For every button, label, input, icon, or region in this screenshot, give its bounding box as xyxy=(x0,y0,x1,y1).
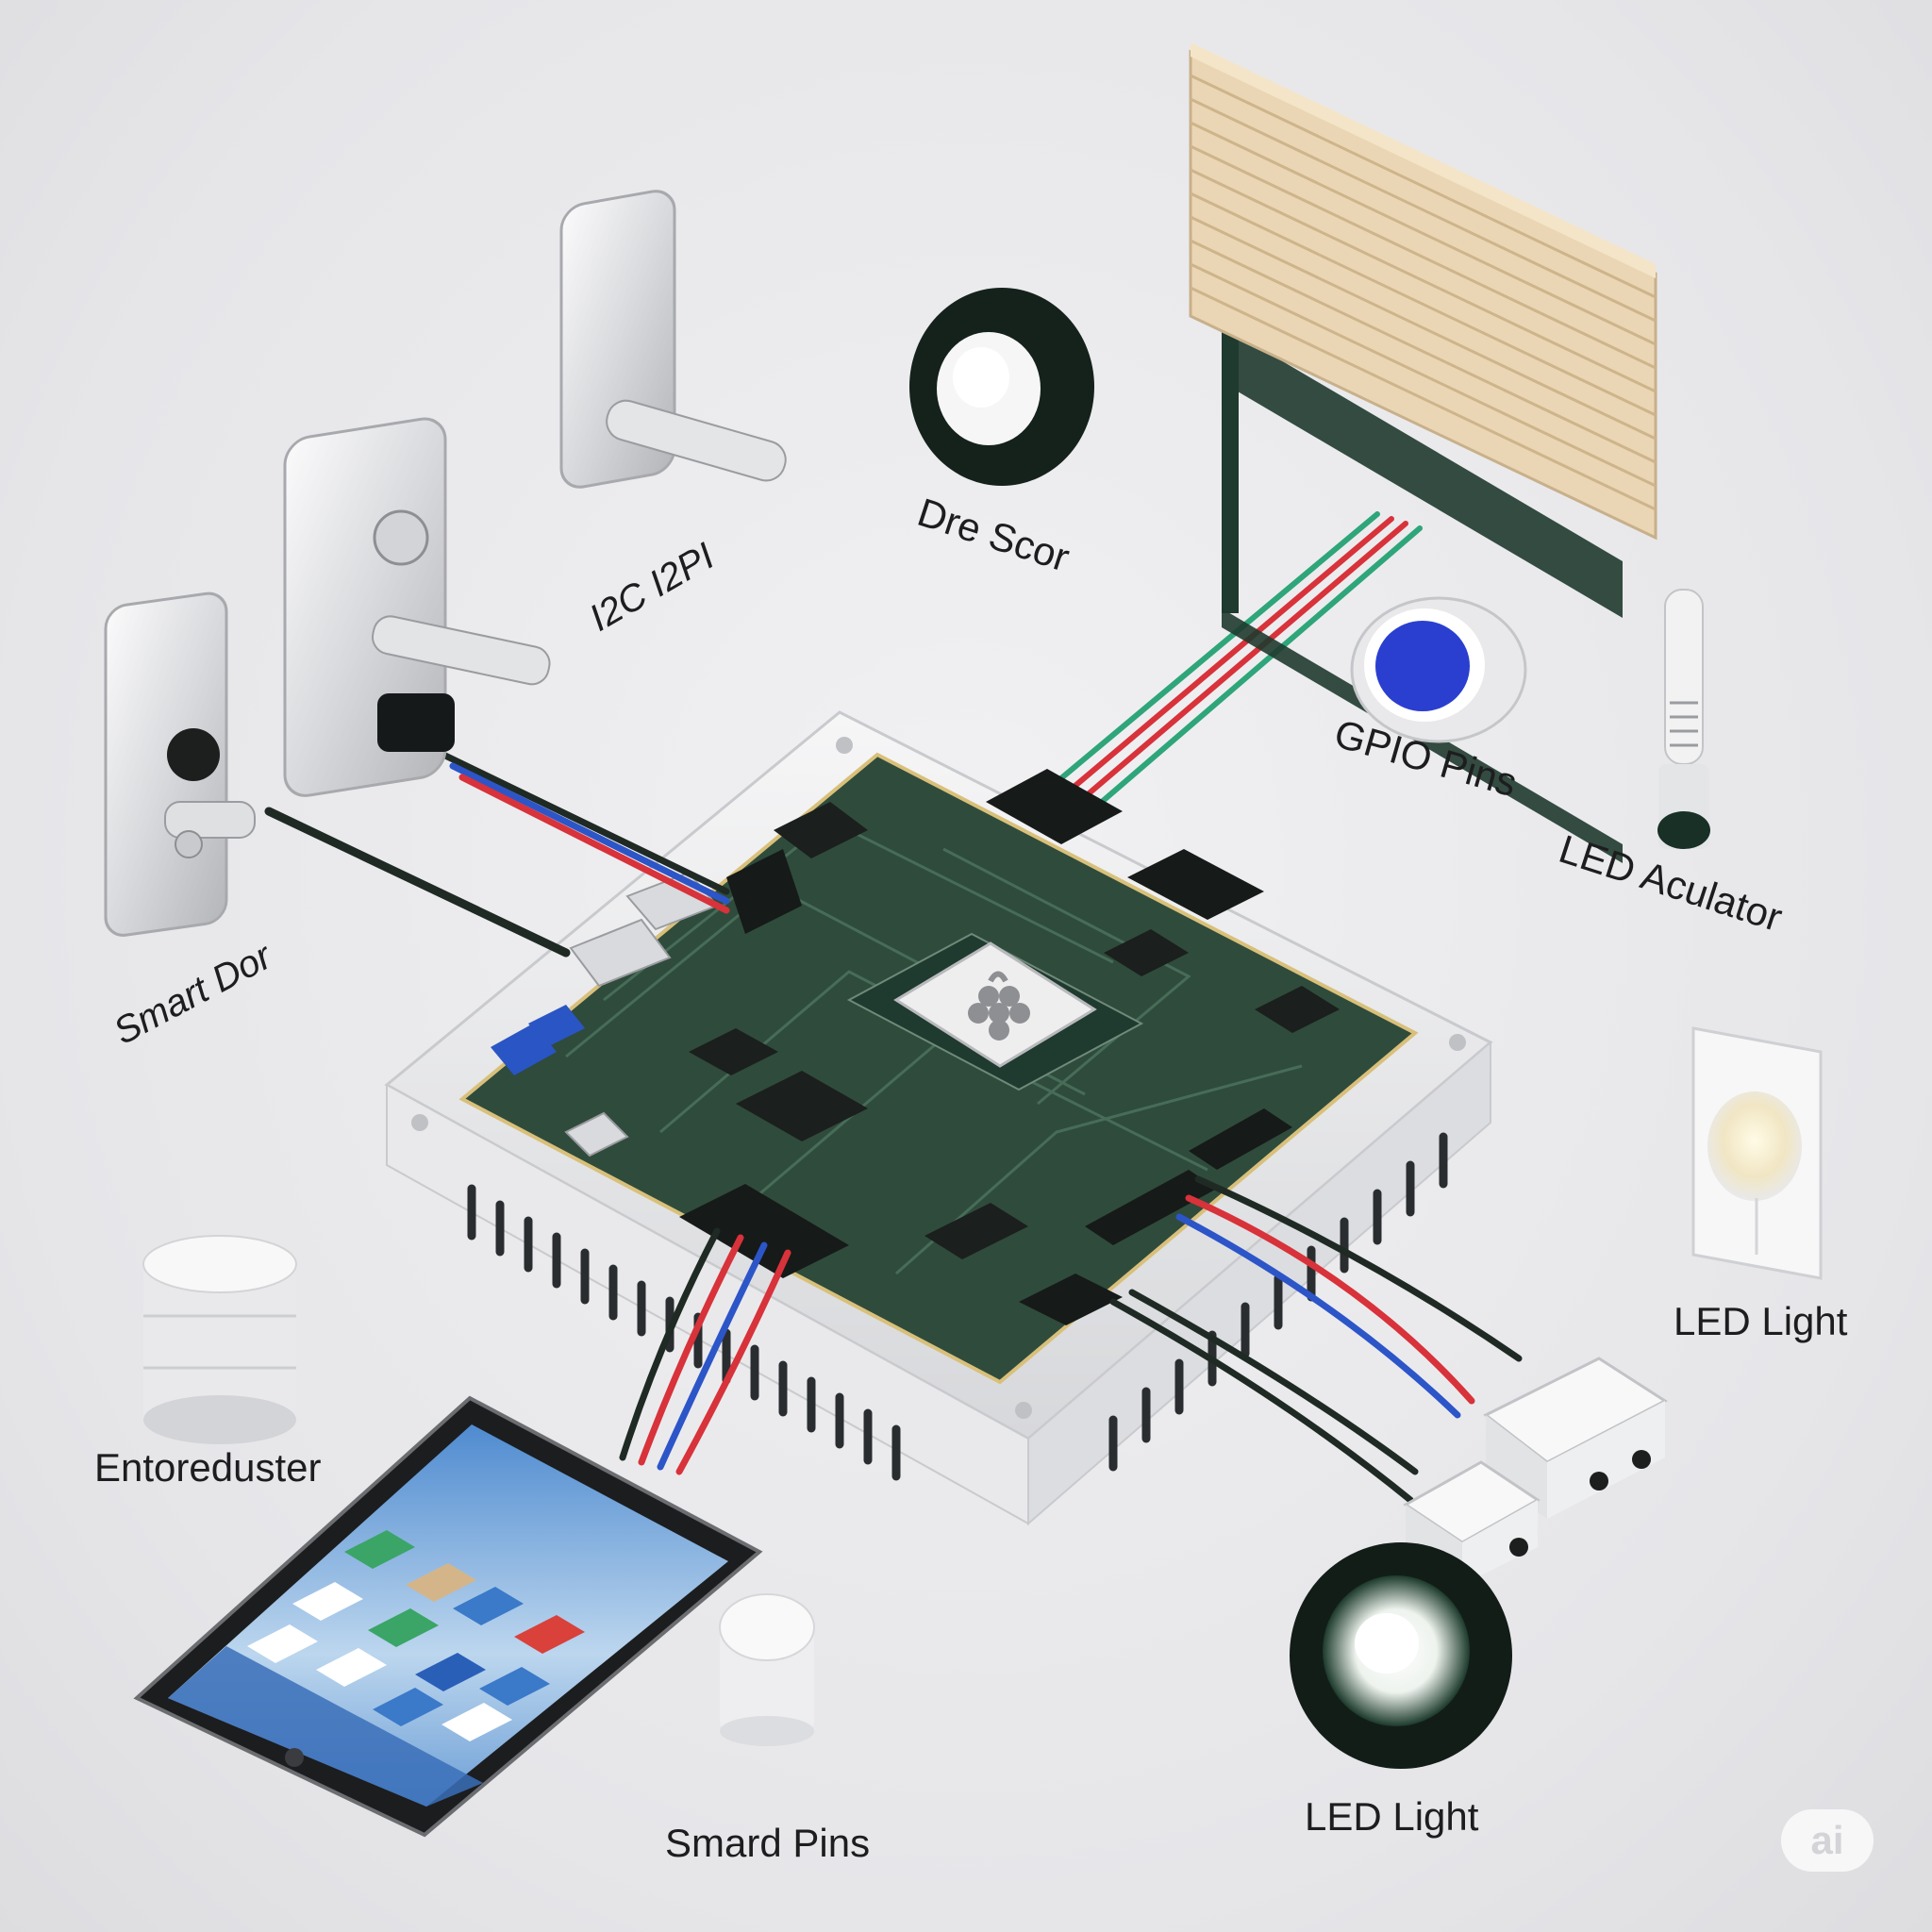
ai-watermark-badge: ai xyxy=(1781,1809,1874,1872)
dome-device xyxy=(719,1593,815,1746)
controller-board xyxy=(458,752,1419,1385)
blue-button-sensor[interactable] xyxy=(1350,596,1527,743)
led-wall-light[interactable] xyxy=(1691,1026,1823,1280)
label-smart-dor: Smart Dor xyxy=(108,935,280,1053)
label-i2c: I2C I2PI xyxy=(583,535,722,639)
label-dre-scor: Dre Scor xyxy=(912,490,1074,580)
app-grid xyxy=(247,1530,585,1741)
pin-header-top xyxy=(726,769,1264,934)
label-led-light-bottom: LED Light xyxy=(1305,1794,1479,1839)
raspberry-logo-icon xyxy=(968,971,1030,1041)
door-handle-top[interactable] xyxy=(559,188,790,491)
chips xyxy=(689,802,1340,1259)
tablet-device[interactable] xyxy=(133,1395,763,1838)
label-smard-pins: Smard Pins xyxy=(665,1821,870,1865)
cylinder-device xyxy=(142,1235,297,1444)
led-round-light[interactable] xyxy=(1290,1542,1512,1769)
pin-header-bottom xyxy=(679,1108,1292,1325)
blind-wire-bundle xyxy=(1030,511,1423,827)
tablet-wire-bundle xyxy=(619,1227,791,1475)
door-wire-bundle xyxy=(264,751,730,958)
led-actuator xyxy=(1657,589,1710,849)
smart-door-lock[interactable] xyxy=(104,591,256,938)
wire-connector-1 xyxy=(1483,1357,1668,1519)
light-wire-bundle xyxy=(1109,1175,1523,1504)
blind-slats xyxy=(1190,74,1657,511)
round-sensor xyxy=(909,288,1094,486)
soc-module xyxy=(846,932,1144,1091)
terminal-blocks xyxy=(491,1005,585,1075)
door-lock-middle[interactable] xyxy=(283,415,553,799)
label-entoreduster: Entoreduster xyxy=(94,1445,321,1490)
label-led-light-right: LED Light xyxy=(1674,1299,1848,1343)
